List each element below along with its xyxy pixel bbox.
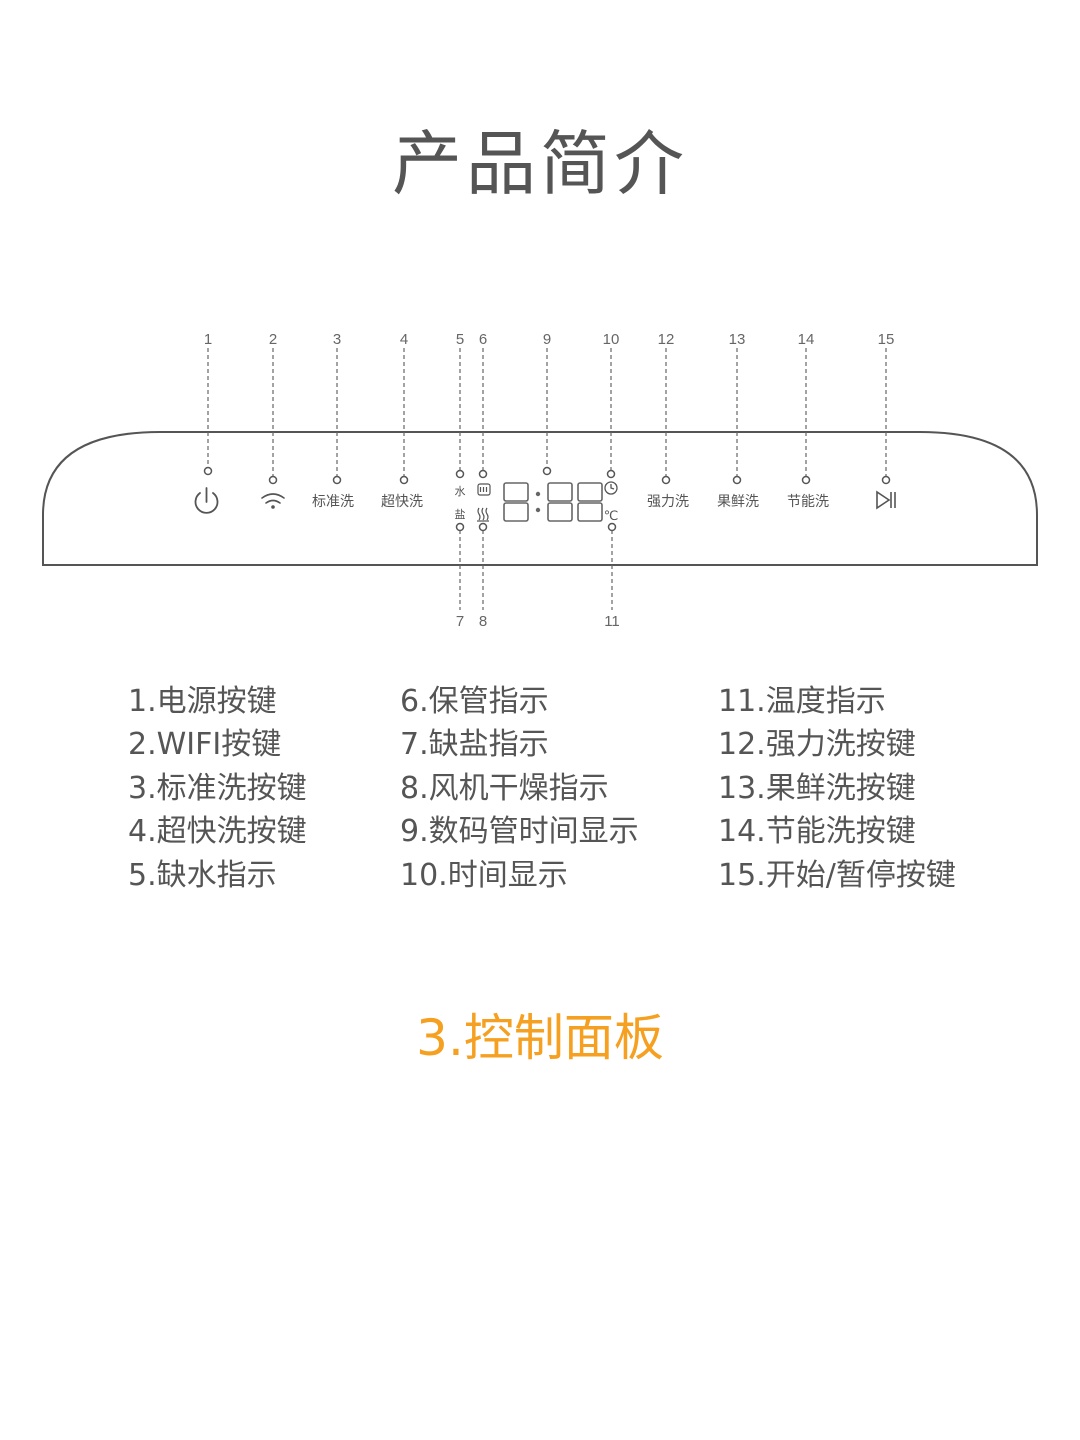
panel-outline: [42, 431, 1038, 566]
intensive-wash-button[interactable]: 强力洗: [647, 494, 689, 510]
callout-2: 2: [269, 331, 277, 348]
callout-12: 12: [658, 331, 675, 348]
quick-wash-button[interactable]: 超快洗: [381, 494, 423, 510]
clock-icon: [604, 481, 618, 495]
callout-1: 1: [204, 331, 212, 348]
legend-item: 1.电源按键: [128, 684, 277, 719]
legend-item: 2.WIFI按键: [128, 727, 282, 763]
callout-3: 3: [333, 331, 341, 348]
legend-item: 7.缺盐指示: [400, 727, 549, 763]
water-indicator: 水: [455, 485, 466, 498]
callout-4: 4: [400, 331, 408, 348]
callout-15: 15: [878, 331, 895, 348]
section-label: 3.控制面板: [416, 1009, 664, 1067]
legend-column-2: 6.保管指示 7.缺盐指示 8.风机干燥指示 9.数码管时间显示 10.时间显示: [400, 680, 639, 897]
digital-time-display: [503, 482, 603, 522]
wifi-icon[interactable]: [261, 493, 285, 509]
page-title: 产品简介: [392, 123, 688, 205]
fruit-veg-wash-button[interactable]: 果鲜洗: [717, 494, 759, 510]
legend-item: 12.强力洗按键: [718, 727, 916, 763]
legend-item: 9.数码管时间显示: [400, 814, 639, 850]
callout-11: 11: [604, 613, 620, 630]
legend-item: 15.开始/暂停按键: [718, 857, 956, 893]
legend-item: 8.风机干燥指示: [400, 770, 609, 806]
legend-item: 3.标准洗按键: [128, 770, 307, 806]
standard-wash-button[interactable]: 标准洗: [312, 494, 354, 510]
callout-dots: [203, 466, 891, 532]
callout-5: 5: [456, 331, 464, 348]
legend-column-1: 1.电源按键 2.WIFI按键 3.标准洗按键 4.超快洗按键 5.缺水指示: [128, 680, 307, 897]
play-pause-icon[interactable]: [876, 490, 896, 510]
legend-item: 4.超快洗按键: [128, 814, 307, 850]
dry-icon: [477, 507, 489, 522]
callout-6: 6: [479, 331, 487, 348]
legend-item: 5.缺水指示: [128, 857, 277, 893]
salt-indicator: 盐: [455, 508, 466, 521]
temperature-indicator: ℃: [604, 509, 619, 524]
eco-wash-button[interactable]: 节能洗: [787, 494, 829, 510]
legend-item: 10.时间显示: [400, 857, 568, 893]
callout-10: 10: [603, 331, 620, 348]
legend-item: 11.温度指示: [718, 684, 886, 719]
callout-13: 13: [729, 331, 746, 348]
power-icon[interactable]: [194, 487, 219, 514]
legend-item: 14.节能洗按键: [718, 814, 916, 850]
callout-14: 14: [798, 331, 815, 348]
legend-item: 13.果鲜洗按键: [718, 770, 916, 806]
callout-9: 9: [543, 331, 551, 348]
legend-column-3: 11.温度指示 12.强力洗按键 13.果鲜洗按键 14.节能洗按键 15.开始…: [718, 680, 956, 897]
callout-7: 7: [456, 613, 464, 630]
storage-icon: [477, 483, 491, 496]
callout-8: 8: [479, 613, 487, 630]
legend-item: 6.保管指示: [400, 684, 549, 719]
control-panel-diagram: 1 2 3 4 5 6 9 10 12 13 14 15 7 8 11 标准洗 …: [42, 331, 1038, 630]
leader-lines: [207, 348, 887, 610]
